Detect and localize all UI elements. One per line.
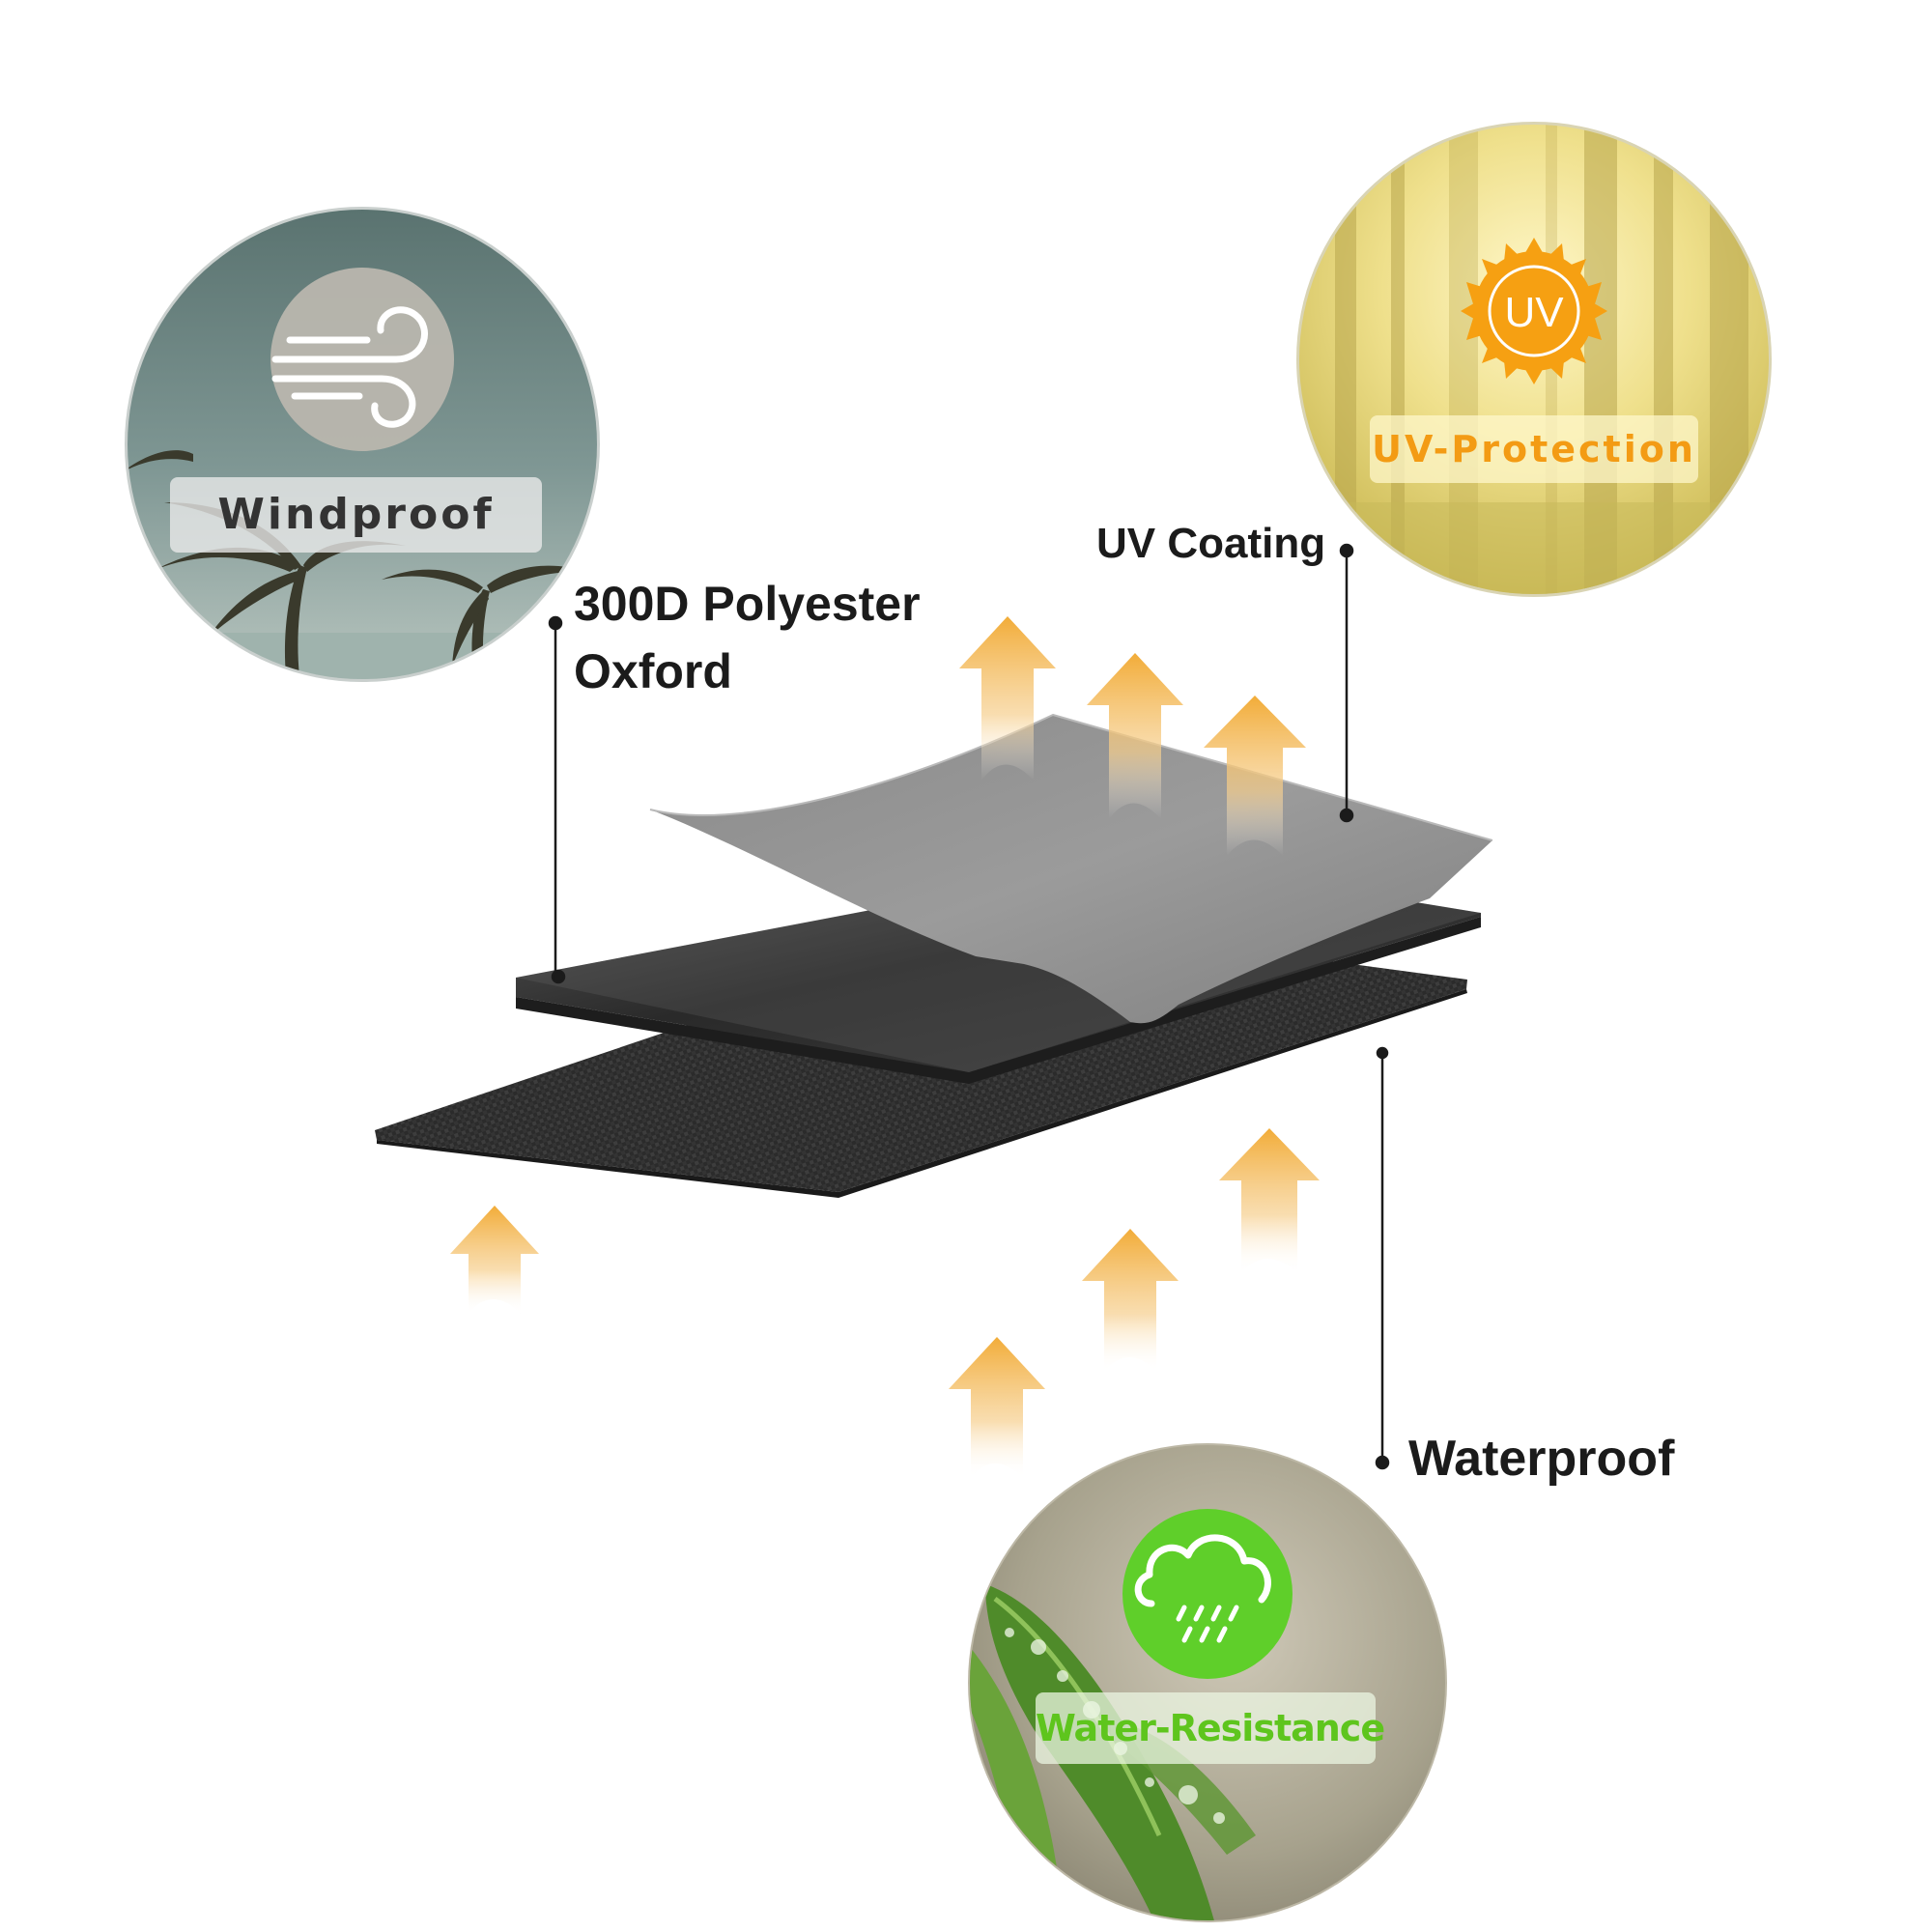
- rain-cloud-icon: [1122, 1509, 1293, 1679]
- uv-coating-anchor-dot: [1339, 808, 1354, 823]
- windproof-badge: Windproof: [170, 477, 542, 553]
- water-resistance-circle: [968, 1443, 1447, 1922]
- arrow-up-icon: [1219, 1128, 1320, 1273]
- arrow-up-icon: [949, 1337, 1045, 1478]
- arrow-up-icon: [1082, 1229, 1179, 1372]
- waterproof-anchor-dot: [1376, 1046, 1389, 1060]
- arrow-up-icon: [1204, 696, 1306, 856]
- breathability-arrows-top: [959, 616, 1306, 856]
- windproof-circle: [125, 207, 600, 682]
- water-resistance-badge: Water-Resistance: [1036, 1692, 1385, 1764]
- polyester-oxford-label: 300D Polyester Oxford: [574, 570, 921, 705]
- uv-protection-circle: UV: [1296, 122, 1772, 597]
- arrow-up-icon: [959, 616, 1056, 781]
- uv-coating-label: UV Coating: [1096, 520, 1326, 567]
- polyester-anchor-dot: [551, 969, 566, 984]
- uv-coating-leader-dot: [1339, 543, 1354, 558]
- polyester-label-line2: Oxford: [574, 644, 732, 698]
- uv-protection-badge: UV-Protection: [1370, 415, 1698, 483]
- polyester-leader-dot: [548, 615, 563, 631]
- breathability-arrows: [450, 1128, 1320, 1478]
- polyester-label-line1: 300D Polyester: [574, 577, 921, 631]
- arrow-up-icon: [1087, 653, 1183, 819]
- waterproof-leader-dot: [1375, 1455, 1390, 1470]
- callout-leaders: [548, 543, 1390, 1470]
- arrow-up-icon: [450, 1206, 539, 1314]
- sun-icon: UV: [1461, 238, 1607, 384]
- wind-icon: [270, 268, 454, 451]
- uv-icon-text: UV: [1504, 289, 1564, 336]
- waterproof-label: Waterproof: [1408, 1431, 1675, 1487]
